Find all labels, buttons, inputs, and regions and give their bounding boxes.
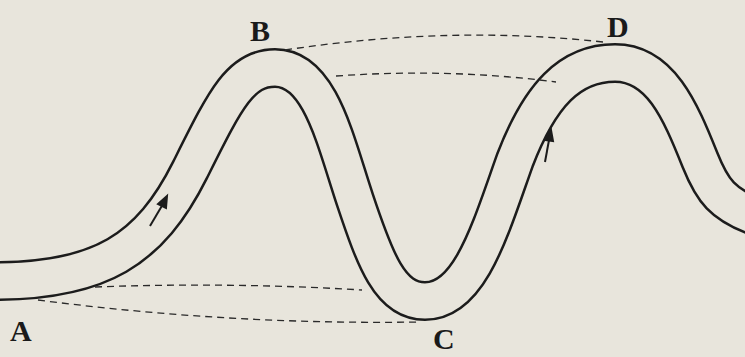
flow-arrow-head xyxy=(545,130,553,141)
flow-arrow-head xyxy=(158,196,167,208)
point-letter: B xyxy=(250,16,270,46)
river-bank xyxy=(0,63,745,301)
point-letter-holder: B xyxy=(250,16,270,46)
dashed-line xyxy=(285,35,603,50)
point-letter-holder: A xyxy=(10,316,32,346)
point-letter: A xyxy=(10,316,32,346)
point-letter-holder: D xyxy=(607,12,629,42)
flow-arrow xyxy=(545,140,549,162)
point-letter: D xyxy=(607,12,629,42)
point-letter-holder: C xyxy=(433,324,455,354)
river-water xyxy=(0,63,745,301)
dashed-line xyxy=(95,285,362,290)
dashed-line xyxy=(38,300,420,322)
dashed-line xyxy=(336,73,556,82)
point-letter: C xyxy=(433,324,455,354)
flow-arrow xyxy=(150,204,163,226)
